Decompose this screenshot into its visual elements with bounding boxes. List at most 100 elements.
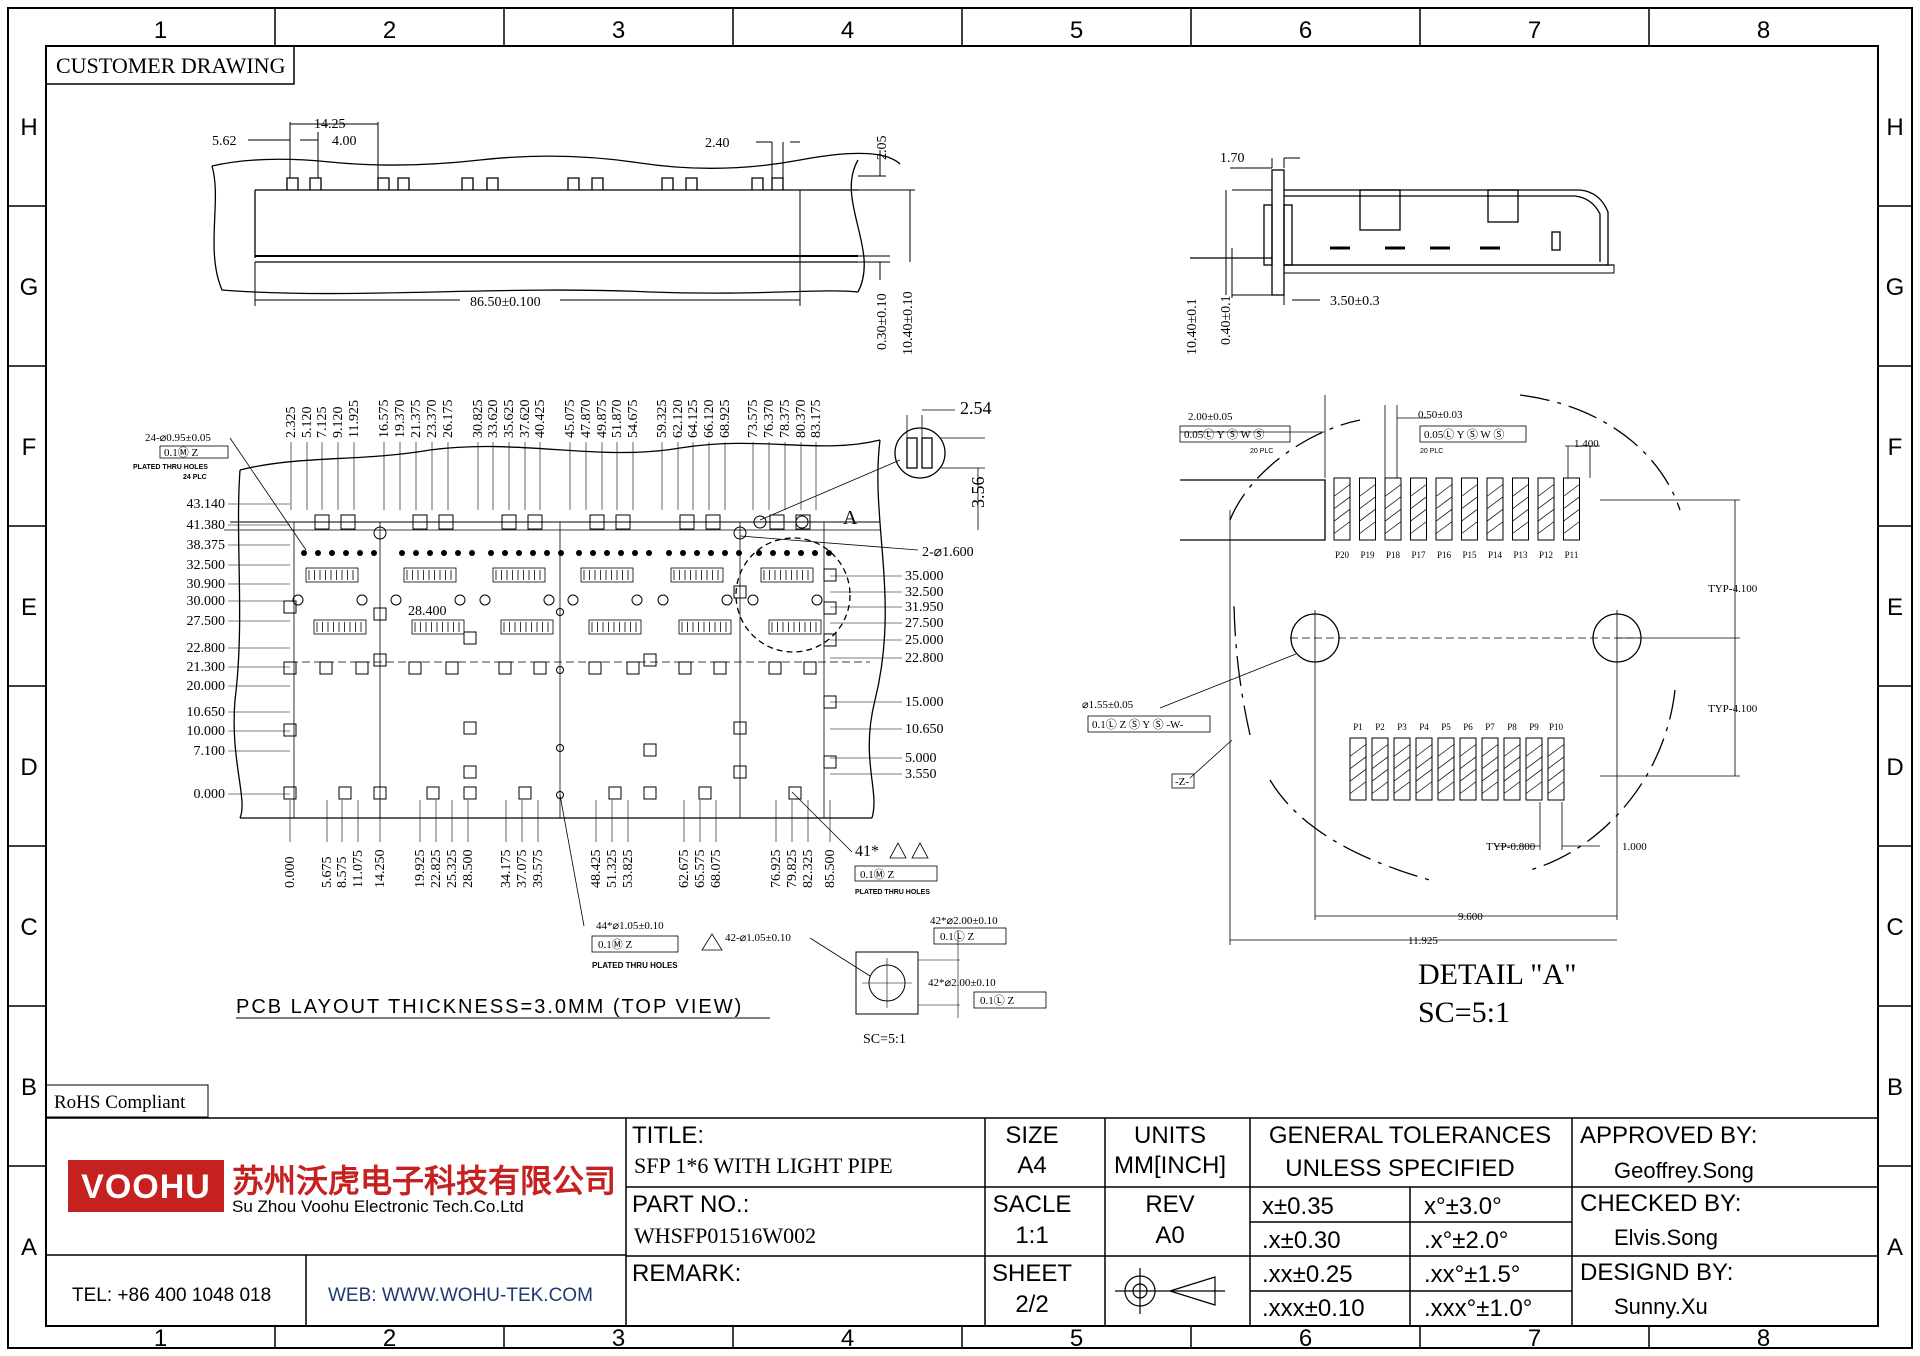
contact-pad — [1461, 477, 1478, 541]
pad-label: P12 — [1539, 550, 1553, 560]
pad-square — [698, 786, 712, 800]
dim-bottom-label: 19.925 — [413, 850, 428, 889]
pad-square — [527, 514, 543, 530]
dim-top-label: 7.125 — [315, 407, 330, 439]
dim-top-label: 62.120 — [671, 400, 686, 439]
rev-value: A0 — [1155, 1222, 1184, 1249]
dim-0-50: 0.50±0.03 — [1418, 409, 1463, 421]
contact-pad — [1384, 477, 1402, 541]
dim-10-40: 10.40±0.10 — [901, 291, 916, 355]
sc-small: SC=5:1 — [863, 1032, 906, 1047]
pin-dot — [516, 550, 522, 556]
pin-dot — [632, 550, 638, 556]
contact-pad — [1333, 477, 1351, 541]
pin-dot — [646, 550, 652, 556]
zone-row-right: E — [1887, 594, 1903, 621]
dim-top-label: 54.675 — [626, 400, 641, 439]
dim-left-label: 41.380 — [187, 518, 226, 533]
zone-row-left: G — [20, 274, 39, 301]
pad-label: P3 — [1397, 722, 1407, 732]
plc-2-00: 20 PLC — [1250, 448, 1273, 455]
rohs-text: RoHS Compliant — [54, 1092, 186, 1113]
pad-square — [498, 661, 512, 675]
approved-value: Geoffrey.Song — [1614, 1158, 1754, 1183]
dim-2-05: 2.05 — [875, 136, 890, 161]
dim-4-00: 4.00 — [332, 134, 357, 149]
dim-right-label: 31.950 — [905, 600, 944, 615]
pin-row — [313, 619, 367, 635]
pin-dot — [756, 550, 762, 556]
tol-linear: .x±0.30 — [1262, 1227, 1341, 1254]
note-24-sub1: PLATED THRU HOLES — [133, 464, 208, 471]
dim-top-label: 11.925 — [347, 400, 362, 438]
dim-bottom-label: 34.175 — [499, 850, 514, 889]
pad-square — [445, 661, 459, 675]
zone-row-right: D — [1886, 754, 1903, 781]
dim-top-label: 40.425 — [533, 400, 548, 439]
pin-dot — [530, 550, 536, 556]
pin-dot — [469, 550, 475, 556]
dim-top-label: 51.870 — [610, 400, 625, 439]
zone-col-bottom: 7 — [1528, 1325, 1541, 1352]
dim-bottom-label: 5.675 — [320, 857, 335, 889]
projection-symbol-icon — [1115, 1268, 1225, 1314]
pad-square — [463, 721, 477, 735]
zone-col-bottom: 8 — [1757, 1325, 1770, 1352]
zone-row-left: F — [22, 434, 37, 461]
units-value: MM[INCH] — [1114, 1152, 1226, 1179]
pad-square — [283, 661, 297, 675]
plc-0-50: 20 PLC — [1420, 448, 1443, 455]
hole-ring — [657, 594, 669, 606]
dim-top-label: 37.620 — [518, 400, 533, 439]
pad-square — [283, 786, 297, 800]
company-name-en: Su Zhou Voohu Electronic Tech.Co.Ltd — [232, 1197, 524, 1216]
size-label: SIZE — [1005, 1122, 1058, 1149]
dim-bottom-label: 28.500 — [461, 850, 476, 889]
pad-square — [769, 514, 785, 530]
rohs-label: RoHS Compliant — [45, 1084, 209, 1118]
dim-top-label: 49.875 — [595, 400, 610, 439]
pad-label: P15 — [1462, 550, 1477, 560]
pin-dot — [357, 550, 363, 556]
remark-label: REMARK: — [632, 1260, 741, 1287]
pad-label: P11 — [1565, 550, 1579, 560]
title-block-text: VOOHU 苏州沃虎电子科技有限公司 Su Zhou Voohu Electro… — [68, 1122, 1757, 1322]
dim-right-label: 15.000 — [905, 695, 944, 710]
dim-bottom-label: 65.575 — [693, 850, 708, 889]
dim-bottom-label: 37.075 — [515, 850, 530, 889]
hole-ring — [373, 526, 387, 540]
title-value: SFP 1*6 WITH LIGHT PIPE — [634, 1153, 893, 1178]
hole-ring — [356, 594, 368, 606]
hole-ring — [733, 526, 747, 540]
customer-drawing-label: CUSTOMER DRAWING — [45, 45, 295, 85]
dim-right-label: 22.800 — [905, 651, 944, 666]
fcf-hole: 0.1Ⓛ Z Ⓢ Y Ⓢ -W- — [1092, 718, 1184, 731]
hole-ring — [543, 594, 555, 606]
dim-top-label: 23.370 — [425, 400, 440, 439]
zone-row-right: C — [1886, 914, 1903, 941]
dim-1-70: 1.70 — [1220, 151, 1245, 166]
dim-bottom-label: 79.825 — [785, 850, 800, 889]
pin-row — [580, 567, 634, 583]
part-value: WHSFP01516W002 — [634, 1223, 816, 1248]
pcb-notes: 2.54 3.56 A 2-⌀1.600 28.400 24-⌀0.95±0.0… — [133, 398, 1047, 1047]
rev-label: REV — [1145, 1191, 1194, 1218]
pad-label: P9 — [1529, 722, 1539, 732]
pad-square — [463, 765, 477, 779]
pin-dot — [315, 550, 321, 556]
dim-bottom-label: 22.825 — [429, 850, 444, 889]
pad-square — [823, 755, 837, 769]
pad-square — [373, 653, 387, 667]
pad-square — [823, 568, 837, 582]
pad-label: P18 — [1386, 550, 1401, 560]
contact-pad — [1525, 737, 1543, 801]
pin-dot — [455, 550, 461, 556]
pcb-features — [283, 514, 837, 800]
dim-3-56: 3.56 — [968, 477, 988, 509]
dim-hole-1-55: ⌀1.55±0.05 — [1082, 699, 1134, 711]
title-block — [45, 1117, 1879, 1327]
side-view-dims: 1.70 10.40±0.1 0.40±0.1 3.50±0.3 — [1185, 151, 1380, 355]
contact-pad — [1503, 737, 1521, 801]
pin-dot — [798, 550, 804, 556]
